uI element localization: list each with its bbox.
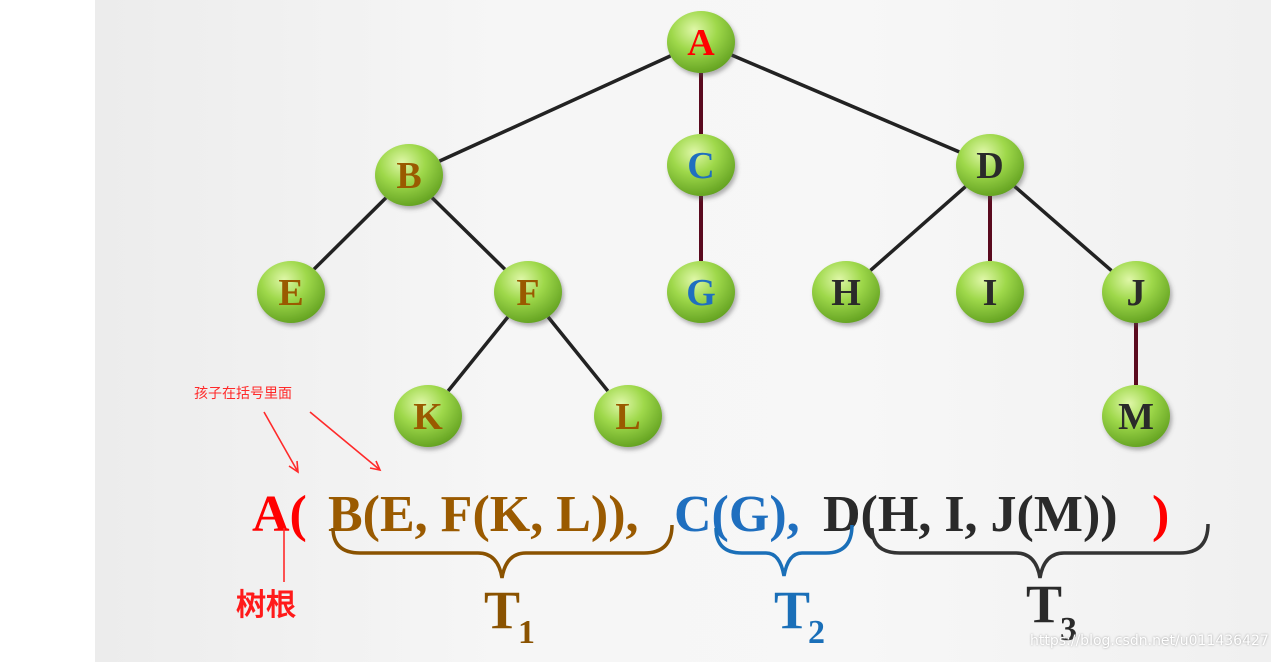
formula-t3-part: D(H, I, J(M)): [823, 486, 1118, 543]
node-l: L: [594, 385, 662, 447]
node-circle: [812, 261, 880, 323]
node-label: H: [831, 272, 861, 314]
arrow-to-root-paren-head: [288, 460, 299, 474]
edge-b-f: [430, 196, 507, 271]
formula-t2-part: C(G),: [674, 486, 800, 543]
formula-t1-part: B(E, F(K, L)),: [328, 486, 639, 543]
brace-t1: [331, 524, 674, 579]
node-d: D: [956, 134, 1024, 196]
arrow-to-children: [309, 411, 381, 471]
node-circle: [594, 385, 662, 447]
node-c: C: [667, 134, 735, 196]
edge-d-h: [869, 185, 967, 272]
node-circle: [494, 261, 562, 323]
arrow-to-children-head: [369, 460, 382, 472]
subtree-subscript: 1: [518, 614, 535, 651]
brace-t2: [714, 524, 854, 577]
subtree-letter: T: [1026, 574, 1062, 634]
arrow-to-root-paren: [263, 411, 299, 473]
subtree-label-t2: T 2: [774, 580, 825, 651]
node-i: I: [956, 261, 1024, 323]
node-circle: [667, 261, 735, 323]
node-label: K: [413, 396, 443, 438]
node-label: C: [687, 145, 714, 187]
node-label: I: [983, 272, 998, 314]
node-g: G: [667, 261, 735, 323]
subtree-label-t1: T 1: [484, 580, 535, 651]
node-circle: [667, 11, 735, 73]
node-circle: [667, 134, 735, 196]
nodes-layer: A B C D E F G H I J K L M: [257, 11, 1170, 447]
edge-a-b: [438, 54, 672, 163]
node-circle: [1102, 261, 1170, 323]
node-f: F: [494, 261, 562, 323]
node-label: D: [976, 145, 1003, 187]
node-m: M: [1102, 385, 1170, 447]
edge-f-k: [446, 315, 510, 393]
node-label: B: [396, 155, 421, 197]
children-in-parentheses-note: 孩子在括号里面: [194, 386, 292, 402]
node-circle: [375, 144, 443, 206]
node-label: J: [1127, 272, 1146, 314]
subtree-letter: T: [774, 580, 810, 640]
edge-b-e: [312, 196, 388, 271]
subtree-letter: T: [484, 580, 520, 640]
node-k: K: [394, 385, 462, 447]
node-label: E: [278, 272, 303, 314]
edge-a-d: [731, 53, 960, 154]
node-circle: [956, 261, 1024, 323]
formula-close-part: ): [1152, 486, 1169, 543]
node-h: H: [812, 261, 880, 323]
formula-root-part: A(: [252, 486, 307, 543]
brace-t3: [870, 523, 1210, 579]
node-circle: [257, 261, 325, 323]
node-label: G: [686, 272, 716, 314]
node-circle: [1102, 385, 1170, 447]
node-j: J: [1102, 261, 1170, 323]
node-circle: [956, 134, 1024, 196]
node-circle: [394, 385, 462, 447]
node-b: B: [375, 144, 443, 206]
subtree-label-t3: T 3: [1026, 574, 1077, 648]
node-a: A: [667, 11, 735, 73]
tree-root-label: 树根: [236, 588, 296, 623]
edge-d-j: [1013, 185, 1113, 272]
node-e: E: [257, 261, 325, 323]
subtree-subscript: 3: [1060, 611, 1077, 648]
node-label: F: [516, 272, 539, 314]
node-label: M: [1118, 396, 1154, 438]
subtree-subscript: 2: [808, 614, 825, 651]
annotation-arrows: [263, 411, 382, 582]
parenthesized-formula: A( B(E, F(K, L)), C(G), D(H, I, J(M)) ): [252, 486, 1169, 543]
edges-layer: [312, 53, 1138, 393]
node-label: A: [687, 22, 715, 64]
node-label: L: [615, 396, 640, 438]
edge-f-l: [546, 315, 610, 393]
watermark: https://blog.csdn.net/u011436427: [1030, 633, 1269, 649]
